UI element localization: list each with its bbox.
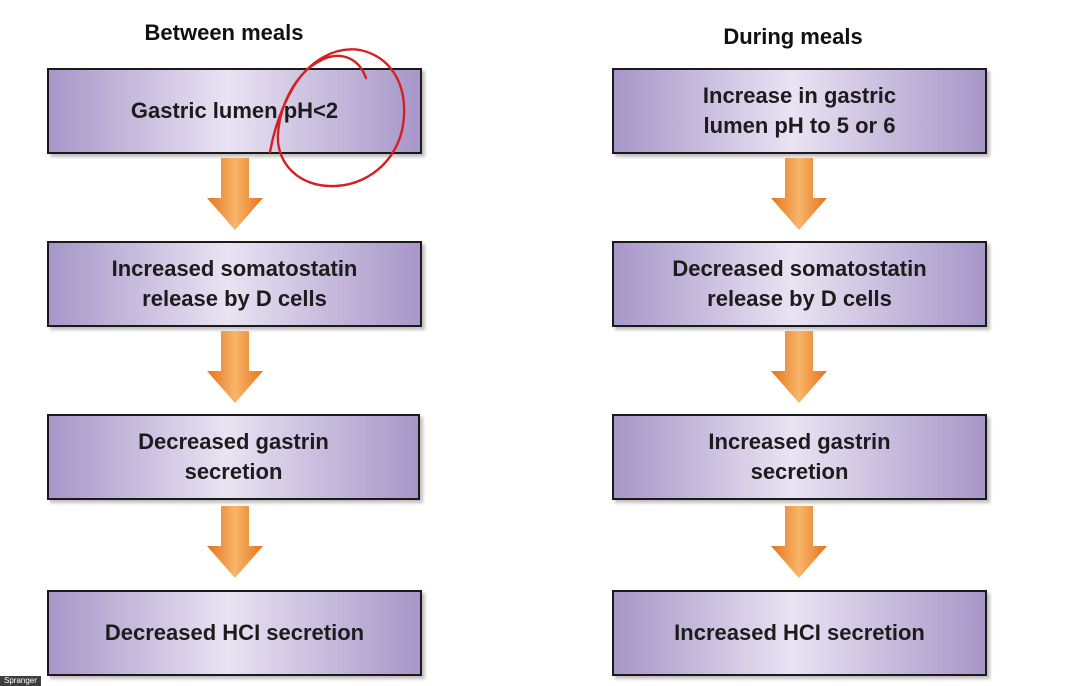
box-decreased-somatostatin: Decreased somatostatin release by D cell…: [612, 241, 987, 327]
box-label: Decreased HCI secretion: [104, 620, 365, 645]
down-arrow-icon: [207, 506, 263, 578]
box-decreased-hci: Decreased HCI secretion: [47, 590, 422, 676]
down-arrow-icon: [771, 506, 827, 578]
box-gastric-lumen-ph: Gastric lumen pH<2: [47, 68, 422, 154]
down-arrow-icon: [207, 331, 263, 403]
box-increased-gastrin: Increased gastrin secretion: [612, 414, 987, 500]
box-label: Increased HCI secretion: [674, 620, 925, 645]
during-meals-title: During meals: [723, 24, 863, 49]
box-label: Gastric lumen pH<2: [130, 98, 339, 123]
down-arrow-icon: [207, 158, 263, 230]
corner-watermark-label: Spranger: [0, 676, 41, 686]
between-meals-title: Between meals: [144, 20, 304, 45]
box-label: Increase in gastric lumen pH to 5 or 6: [702, 83, 897, 138]
box-label: Increased gastrin secretion: [708, 429, 891, 484]
down-arrow-icon: [771, 158, 827, 230]
box-label: Decreased gastrin secretion: [138, 429, 329, 484]
box-increased-hci: Increased HCI secretion: [612, 590, 987, 676]
box-increased-somatostatin: Increased somatostatin release by D cell…: [47, 241, 422, 327]
down-arrow-icon: [771, 331, 827, 403]
box-label: Increased somatostatin release by D cell…: [111, 256, 358, 311]
box-decreased-gastrin: Decreased gastrin secretion: [47, 414, 420, 500]
box-label: Decreased somatostatin release by D cell…: [672, 256, 927, 311]
box-increase-gastric-ph: Increase in gastric lumen pH to 5 or 6: [612, 68, 987, 154]
